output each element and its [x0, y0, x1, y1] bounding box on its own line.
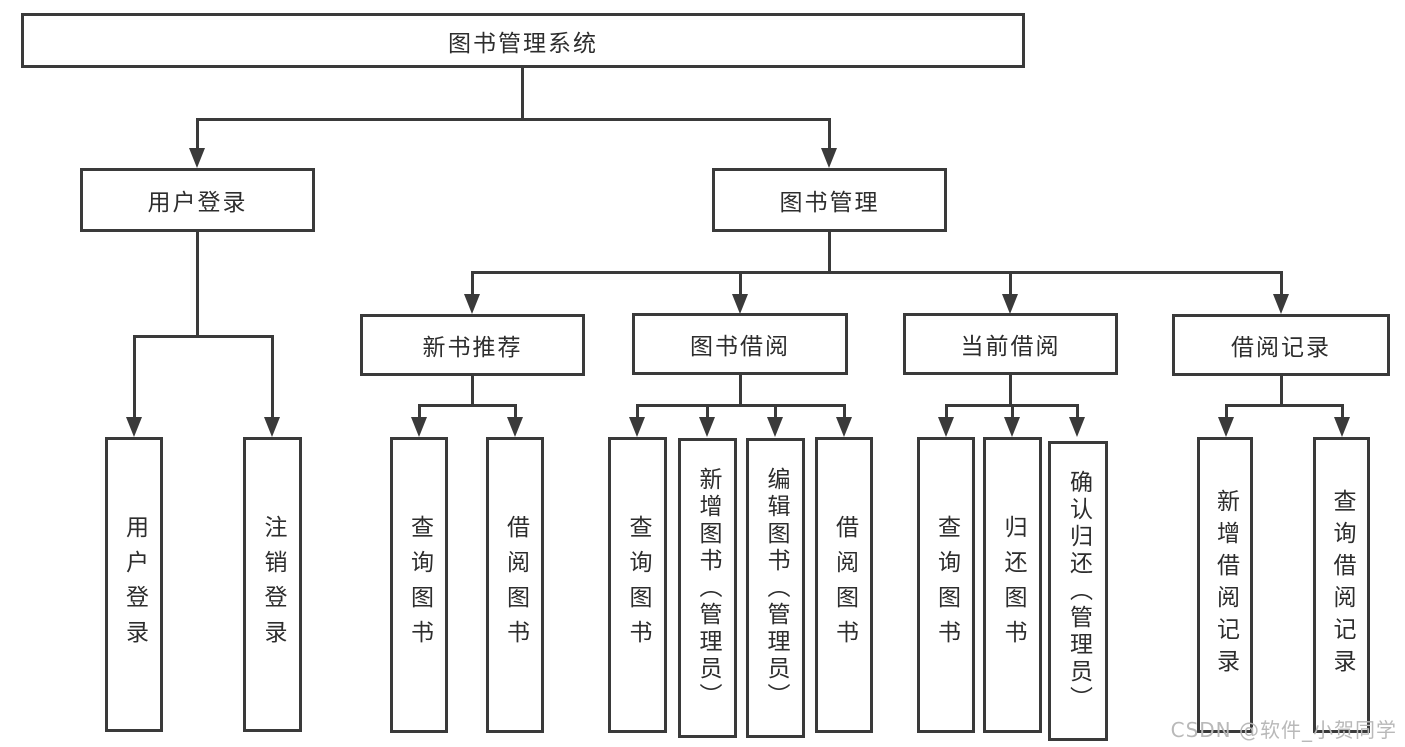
node-label: 注销登录: [260, 514, 286, 655]
connector-line: [521, 68, 524, 119]
connector-line: [1009, 375, 1012, 405]
node-return-books: 归还图书: [983, 437, 1042, 733]
node-query-borrow-record: 查询借阅记录: [1313, 437, 1370, 733]
connector-arrow: [1273, 271, 1289, 314]
connector-arrow: [938, 404, 954, 437]
node-borrow-books-leaf: 借阅图书: [815, 437, 873, 733]
connector-line: [196, 232, 199, 336]
connector-line: [197, 118, 829, 121]
connector-arrow: [629, 404, 645, 437]
node-label: 借阅图书: [502, 515, 529, 655]
connector-line: [1226, 404, 1343, 407]
connector-arrow: [732, 271, 748, 314]
node-add-borrow-record: 新增借阅记录: [1197, 437, 1253, 733]
node-query-books-borrowing: 查询图书: [608, 437, 667, 733]
connector-line: [134, 335, 273, 338]
connector-arrow: [699, 404, 715, 437]
connector-arrow: [411, 404, 427, 437]
node-label: 查询图书: [933, 515, 960, 655]
node-label: 查询图书: [625, 515, 651, 655]
connector-line: [471, 376, 474, 405]
connector-line: [419, 404, 516, 407]
connector-arrow: [507, 404, 523, 437]
connector-arrow: [821, 118, 837, 168]
node-borrowing-records: 借阅记录: [1172, 314, 1390, 376]
node-logout: 注销登录: [243, 437, 302, 732]
node-add-book-admin: 新增图书（管理员）: [678, 438, 737, 738]
node-book-management: 图书管理: [712, 168, 947, 232]
node-label: 新增图书（管理员）: [695, 466, 721, 710]
node-label: 归还图书: [1000, 515, 1026, 655]
connector-arrow: [1002, 271, 1018, 314]
node-label: 借阅图书: [831, 515, 858, 655]
node-label: 用户登录: [121, 514, 148, 655]
connector-arrow: [126, 335, 142, 437]
connector-arrow: [1004, 404, 1020, 437]
node-query-books-recommend: 查询图书: [390, 437, 448, 733]
node-label: 查询借阅记录: [1329, 489, 1355, 681]
connector-arrow: [189, 118, 205, 168]
node-user-login: 用户登录: [80, 168, 315, 232]
node-current-borrowing: 当前借阅: [903, 313, 1118, 375]
connector-arrow: [767, 404, 783, 437]
connector-arrow: [1218, 404, 1234, 437]
node-user-login-leaf: 用户登录: [105, 437, 163, 732]
connector-line: [828, 232, 831, 273]
connector-arrow: [1069, 404, 1085, 437]
watermark-text: CSDN @软件_小贺同学: [1170, 718, 1397, 742]
node-confirm-return-admin: 确认归还（管理员）: [1048, 441, 1108, 741]
connector-line: [1280, 376, 1283, 405]
connector-line: [472, 271, 1282, 274]
node-root: 图书管理系统: [21, 13, 1025, 68]
node-label: 新增借阅记录: [1212, 489, 1239, 681]
connector-arrow: [836, 404, 852, 437]
connector-arrow: [464, 271, 480, 314]
node-book-borrowing: 图书借阅: [632, 313, 848, 375]
node-label: 编辑图书（管理员）: [763, 466, 789, 710]
node-query-books-current: 查询图书: [917, 437, 975, 733]
node-new-book-recommendation: 新书推荐: [360, 314, 585, 376]
node-edit-book-admin: 编辑图书（管理员）: [746, 438, 805, 738]
connector-line: [637, 404, 845, 407]
node-borrow-books-recommend: 借阅图书: [486, 437, 544, 733]
node-label: 查询图书: [406, 515, 433, 655]
connector-arrow: [264, 335, 280, 437]
connector-line: [739, 375, 742, 405]
node-label: 确认归还（管理员）: [1065, 469, 1092, 713]
connector-arrow: [1334, 404, 1350, 437]
